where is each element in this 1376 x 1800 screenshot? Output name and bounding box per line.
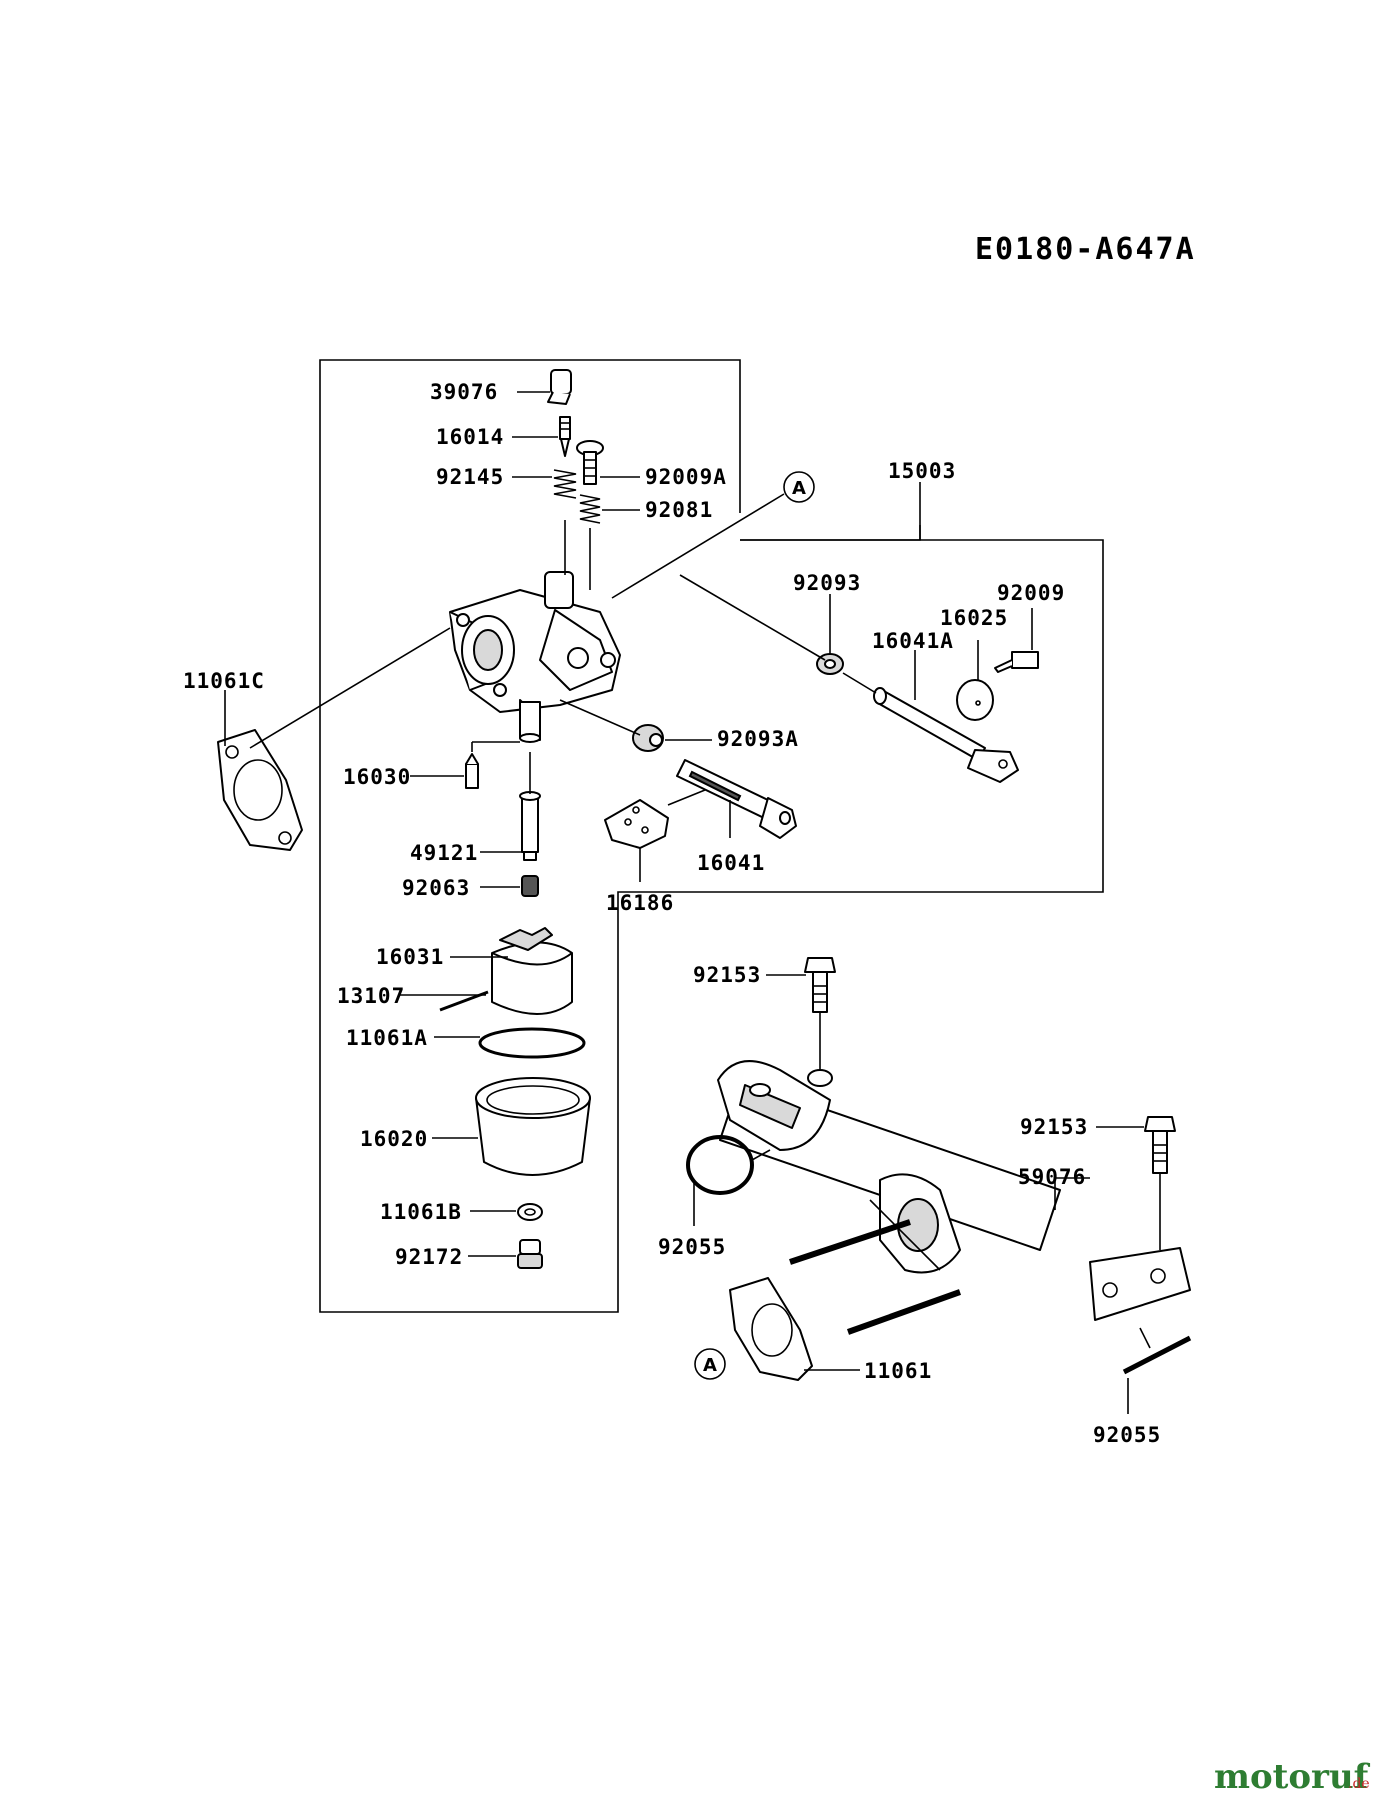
label-92009A: 92009A (645, 465, 727, 489)
part-92009-screw (994, 651, 1039, 673)
part-92153-bolt-top (804, 957, 836, 1013)
ref-mark-a-bottom-label: A (703, 1355, 717, 1376)
diagram-code: E0180-A647A (975, 232, 1196, 267)
part-16041-shaft (676, 759, 797, 839)
label-11061C: 11061C (183, 669, 265, 693)
label-15003: 15003 (888, 459, 956, 483)
label-39076: 39076 (430, 380, 498, 404)
part-16025-plate (956, 679, 994, 721)
label-49121: 49121 (410, 841, 478, 865)
label-16186: 16186 (606, 891, 674, 915)
part-11061B-washer (517, 1203, 543, 1221)
label-92093: 92093 (793, 571, 861, 595)
ref-mark-a-top (783, 471, 815, 503)
label-16031: 16031 (376, 945, 444, 969)
ref-mark-a-bottom (694, 1348, 726, 1380)
label-92153-top: 92153 (693, 963, 761, 987)
part-92055-oring (686, 1135, 754, 1195)
label-11061A: 11061A (346, 1026, 428, 1050)
part-92145-spring (553, 469, 577, 499)
throttle-group-bracket (740, 525, 921, 541)
part-16020-bowl (475, 1077, 591, 1176)
label-16030: 16030 (343, 765, 411, 789)
ref-mark-a-top-label: A (792, 478, 806, 499)
label-92055-oring: 92055 (658, 1235, 726, 1259)
carburetor-body (449, 571, 621, 743)
part-92063-needle (521, 875, 539, 897)
part-92081-spring (579, 494, 601, 524)
watermark-logo: motoruf (1214, 1757, 1371, 1797)
part-16031-float (491, 927, 573, 1015)
label-16041: 16041 (697, 851, 765, 875)
part-92172-bolt (517, 1239, 543, 1269)
label-16041A: 16041A (872, 629, 954, 653)
label-16025: 16025 (940, 606, 1008, 630)
label-92172: 92172 (395, 1245, 463, 1269)
part-49121-tube (519, 791, 541, 861)
label-16014: 16014 (436, 425, 504, 449)
label-92145: 92145 (436, 465, 504, 489)
watermark-suffix: .de (1348, 1776, 1370, 1792)
part-16041A-shaft (873, 687, 1019, 783)
label-11061: 11061 (864, 1359, 932, 1383)
label-13107: 13107 (337, 984, 405, 1008)
part-92055-strip (1122, 1327, 1192, 1375)
part-92009A-screw (576, 440, 604, 485)
part-16186-plate (604, 799, 669, 849)
part-11061C-gasket (217, 729, 303, 851)
part-11061A-ring (478, 1027, 586, 1059)
part-16030-jet (465, 753, 479, 789)
label-92009: 92009 (997, 581, 1065, 605)
part-92153-bolt-right (1144, 1116, 1176, 1174)
part-16014 (559, 416, 571, 457)
label-92063: 92063 (402, 876, 470, 900)
part-92093A-seal (632, 724, 664, 752)
carburetor-group-frame (319, 359, 1104, 1313)
label-92081: 92081 (645, 498, 713, 522)
manifold-studs (789, 1199, 962, 1335)
label-92055-strip: 92055 (1093, 1423, 1161, 1447)
part-59076-manifold (717, 1060, 1191, 1321)
label-92093A: 92093A (717, 727, 799, 751)
part-39076 (547, 369, 572, 405)
part-11061-gasket (729, 1277, 813, 1381)
label-59076: 59076 (1018, 1165, 1086, 1189)
label-11061B: 11061B (380, 1200, 462, 1224)
label-16020: 16020 (360, 1127, 428, 1151)
label-92153-right: 92153 (1020, 1115, 1088, 1139)
